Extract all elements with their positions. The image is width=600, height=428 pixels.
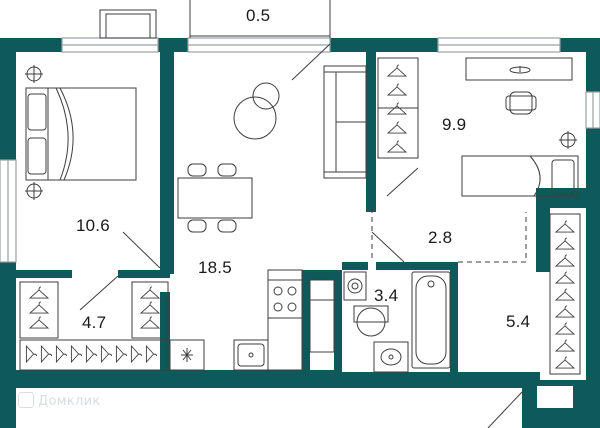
area-living: 18.5 — [198, 258, 232, 277]
wardrobe-small — [19, 281, 169, 371]
hanger-icon — [70, 344, 83, 364]
hanger-icon — [386, 83, 408, 96]
hanger-icon — [130, 344, 143, 364]
hanger-icon — [386, 140, 408, 153]
area-wardrobe-right: 5.4 — [506, 312, 531, 331]
door-swings — [79, 43, 527, 428]
hanger-icon — [28, 316, 50, 329]
hanger-icon — [554, 254, 576, 267]
area-hall: 2.8 — [428, 228, 453, 247]
hanger-icon — [55, 344, 68, 364]
hanger-icon — [554, 220, 576, 233]
hanger-icon — [145, 344, 158, 364]
hanger-icon — [386, 102, 408, 115]
hanger-icon — [554, 339, 576, 352]
hanger-icon — [554, 288, 576, 301]
hanger-icon — [554, 305, 576, 318]
double-bed — [25, 65, 137, 200]
bedroom2-furniture — [377, 57, 579, 197]
hanger-icon — [28, 301, 50, 314]
hanger-icon — [100, 344, 113, 364]
area-balcony: 0.5 — [246, 6, 271, 25]
hanger-icon — [28, 286, 50, 299]
hanger-icon — [554, 356, 576, 369]
area-bathroom: 3.4 — [374, 286, 399, 305]
watermark-text: Домклик — [38, 394, 101, 409]
hanger-icon — [386, 64, 408, 77]
hanger-icon — [40, 344, 53, 364]
bathroom-fixtures — [343, 271, 451, 373]
area-bedroom2: 9.9 — [442, 115, 467, 134]
hangers — [25, 64, 576, 369]
hanger-icon — [139, 316, 161, 329]
hanger-icon — [139, 286, 161, 299]
hanger-icon — [85, 344, 98, 364]
hanger-icon — [554, 322, 576, 335]
niche — [537, 386, 573, 408]
hanger-icon — [115, 344, 128, 364]
hanger-icon — [139, 301, 161, 314]
watermark-icon — [18, 392, 34, 408]
hanger-icon — [554, 237, 576, 250]
hanger-icon — [554, 271, 576, 284]
wardrobe-right — [549, 213, 581, 375]
watermark-logo: Домклик — [18, 392, 100, 409]
balcony — [99, 0, 331, 39]
hanger-icon — [386, 121, 408, 134]
hanger-icon — [25, 344, 38, 364]
area-bedroom: 10.6 — [76, 216, 110, 235]
area-wardrobe-small: 4.7 — [82, 313, 107, 332]
windows — [0, 37, 600, 263]
living-furniture — [169, 65, 367, 371]
walls — [0, 38, 600, 428]
